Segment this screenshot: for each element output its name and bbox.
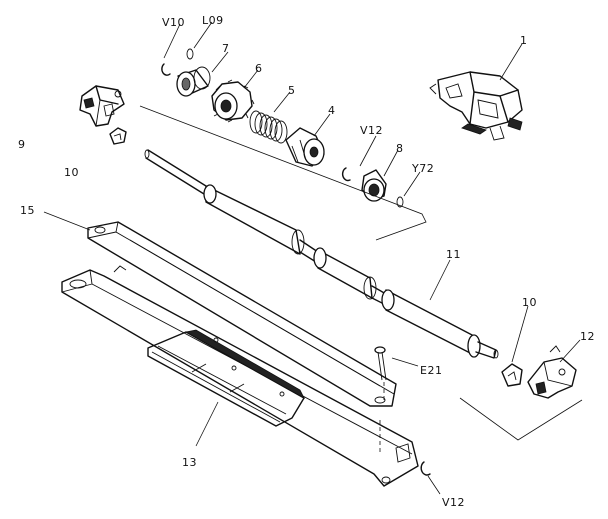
- label-v12-lower: V12: [442, 496, 465, 509]
- part-v10-e-ring: [161, 63, 171, 76]
- part-8-knob: [361, 169, 387, 202]
- part-labels: V10 L09 7 6 5 4 1 9 10 V12 8 Y72 15 11 1…: [18, 14, 595, 509]
- part-9-left-bracket: [79, 85, 125, 127]
- label-l09: L09: [202, 14, 224, 27]
- part-e21-screw: [374, 346, 387, 400]
- part-15-long-bar: [87, 221, 397, 407]
- part-13-rail-plate: [147, 329, 305, 427]
- leader-lines: [43, 21, 581, 495]
- part-4-collar: [285, 127, 325, 167]
- label-8: 8: [396, 142, 404, 155]
- part-6-gear: [211, 79, 255, 123]
- part-10-right-clip: [501, 363, 523, 387]
- label-6: 6: [255, 62, 263, 75]
- part-12-right-bracket: [527, 345, 577, 399]
- lower-frame-plate: [61, 265, 419, 487]
- part-1-bracket-assembly: [429, 71, 523, 141]
- label-5: 5: [288, 84, 296, 97]
- part-v12-upper-e-ring: [341, 167, 351, 182]
- label-v10: V10: [162, 16, 185, 29]
- assembly-guide-line-upper: [139, 105, 427, 241]
- part-10-left-clip: [109, 127, 127, 145]
- part-l09-washer: [186, 48, 194, 60]
- label-1: 1: [520, 34, 528, 47]
- label-15: 15: [20, 204, 35, 217]
- part-y72-washer: [396, 196, 404, 208]
- label-e21: E21: [420, 364, 442, 377]
- assembly-guide-line-right: [459, 397, 583, 441]
- part-v12-lower-e-ring: [420, 461, 431, 476]
- label-9: 9: [18, 138, 26, 151]
- label-11: 11: [446, 248, 461, 261]
- part-5-spring: [249, 110, 288, 144]
- label-v12-upper: V12: [360, 124, 383, 137]
- part-7-bushing: [176, 66, 211, 97]
- label-7: 7: [222, 42, 230, 55]
- label-4: 4: [328, 104, 336, 117]
- label-12: 12: [580, 330, 595, 343]
- label-y72: Y72: [411, 162, 434, 175]
- part-11-roller-shaft: [144, 149, 499, 359]
- label-10-left: 10: [64, 166, 79, 179]
- label-13: 13: [182, 456, 197, 469]
- label-10-right: 10: [522, 296, 537, 309]
